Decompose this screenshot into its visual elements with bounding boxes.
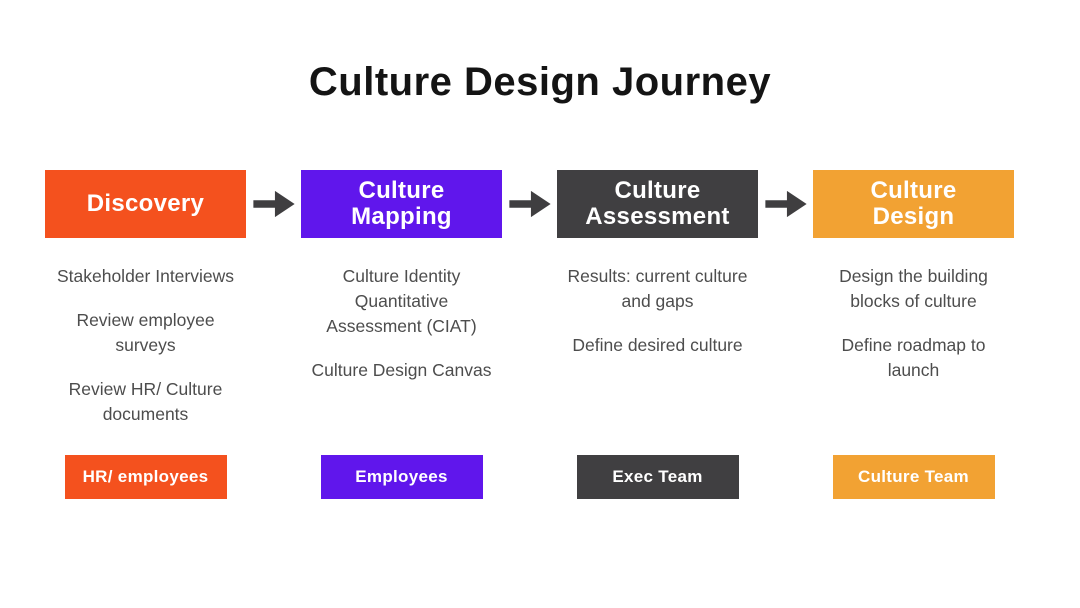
stage-activity: Define roadmap to launch	[841, 335, 986, 380]
stage-box-culture-assessment: Culture Assessment	[557, 170, 758, 238]
stage-activity: Culture Identity Quantitative Assessment…	[326, 266, 477, 336]
arrow-right-icon	[246, 170, 301, 238]
stage-activity: Results: current culture and gaps	[567, 266, 748, 311]
activities-row: Stakeholder Interviews Review employee s…	[45, 238, 1014, 455]
stage-owner-badge: Exec Team	[576, 455, 739, 499]
badge-cell: Culture Team	[813, 455, 1014, 499]
activities-culture-design: Design the building blocks of culture De…	[813, 238, 1014, 455]
badge-cell: Employees	[301, 455, 502, 499]
owner-badge-row: HR/ employees Employees Exec Team Cultur…	[45, 455, 1014, 499]
stage-owner-badge: Culture Team	[832, 455, 995, 499]
stage-box-culture-design: Culture Design	[813, 170, 1014, 238]
activities-discovery: Stakeholder Interviews Review employee s…	[45, 238, 246, 455]
stage-owner-badge: Employees	[320, 455, 483, 499]
arrow-right-icon	[758, 170, 813, 238]
stage-activity: Review HR/ Culture documents	[68, 379, 223, 424]
stage-owner-badge: HR/ employees	[64, 455, 227, 499]
stage-activity: Review employee surveys	[76, 310, 215, 355]
activities-culture-assessment: Results: current culture and gaps Define…	[557, 238, 758, 455]
activities-culture-mapping: Culture Identity Quantitative Assessment…	[301, 238, 502, 455]
stage-activity: Design the building blocks of culture	[839, 266, 988, 311]
stage-activity: Stakeholder Interviews	[56, 266, 235, 286]
badge-cell: HR/ employees	[45, 455, 246, 499]
stage-header-row: Discovery Culture Mapping Culture Assess…	[45, 170, 1014, 238]
page-title: Culture Design Journey	[308, 60, 772, 104]
arrow-right-icon	[502, 170, 557, 238]
stage-activity: Define desired culture	[572, 335, 743, 355]
badge-cell: Exec Team	[557, 455, 758, 499]
stage-box-culture-mapping: Culture Mapping	[301, 170, 502, 238]
stage-box-discovery: Discovery	[45, 170, 246, 238]
stage-activity: Culture Design Canvas	[311, 360, 492, 380]
